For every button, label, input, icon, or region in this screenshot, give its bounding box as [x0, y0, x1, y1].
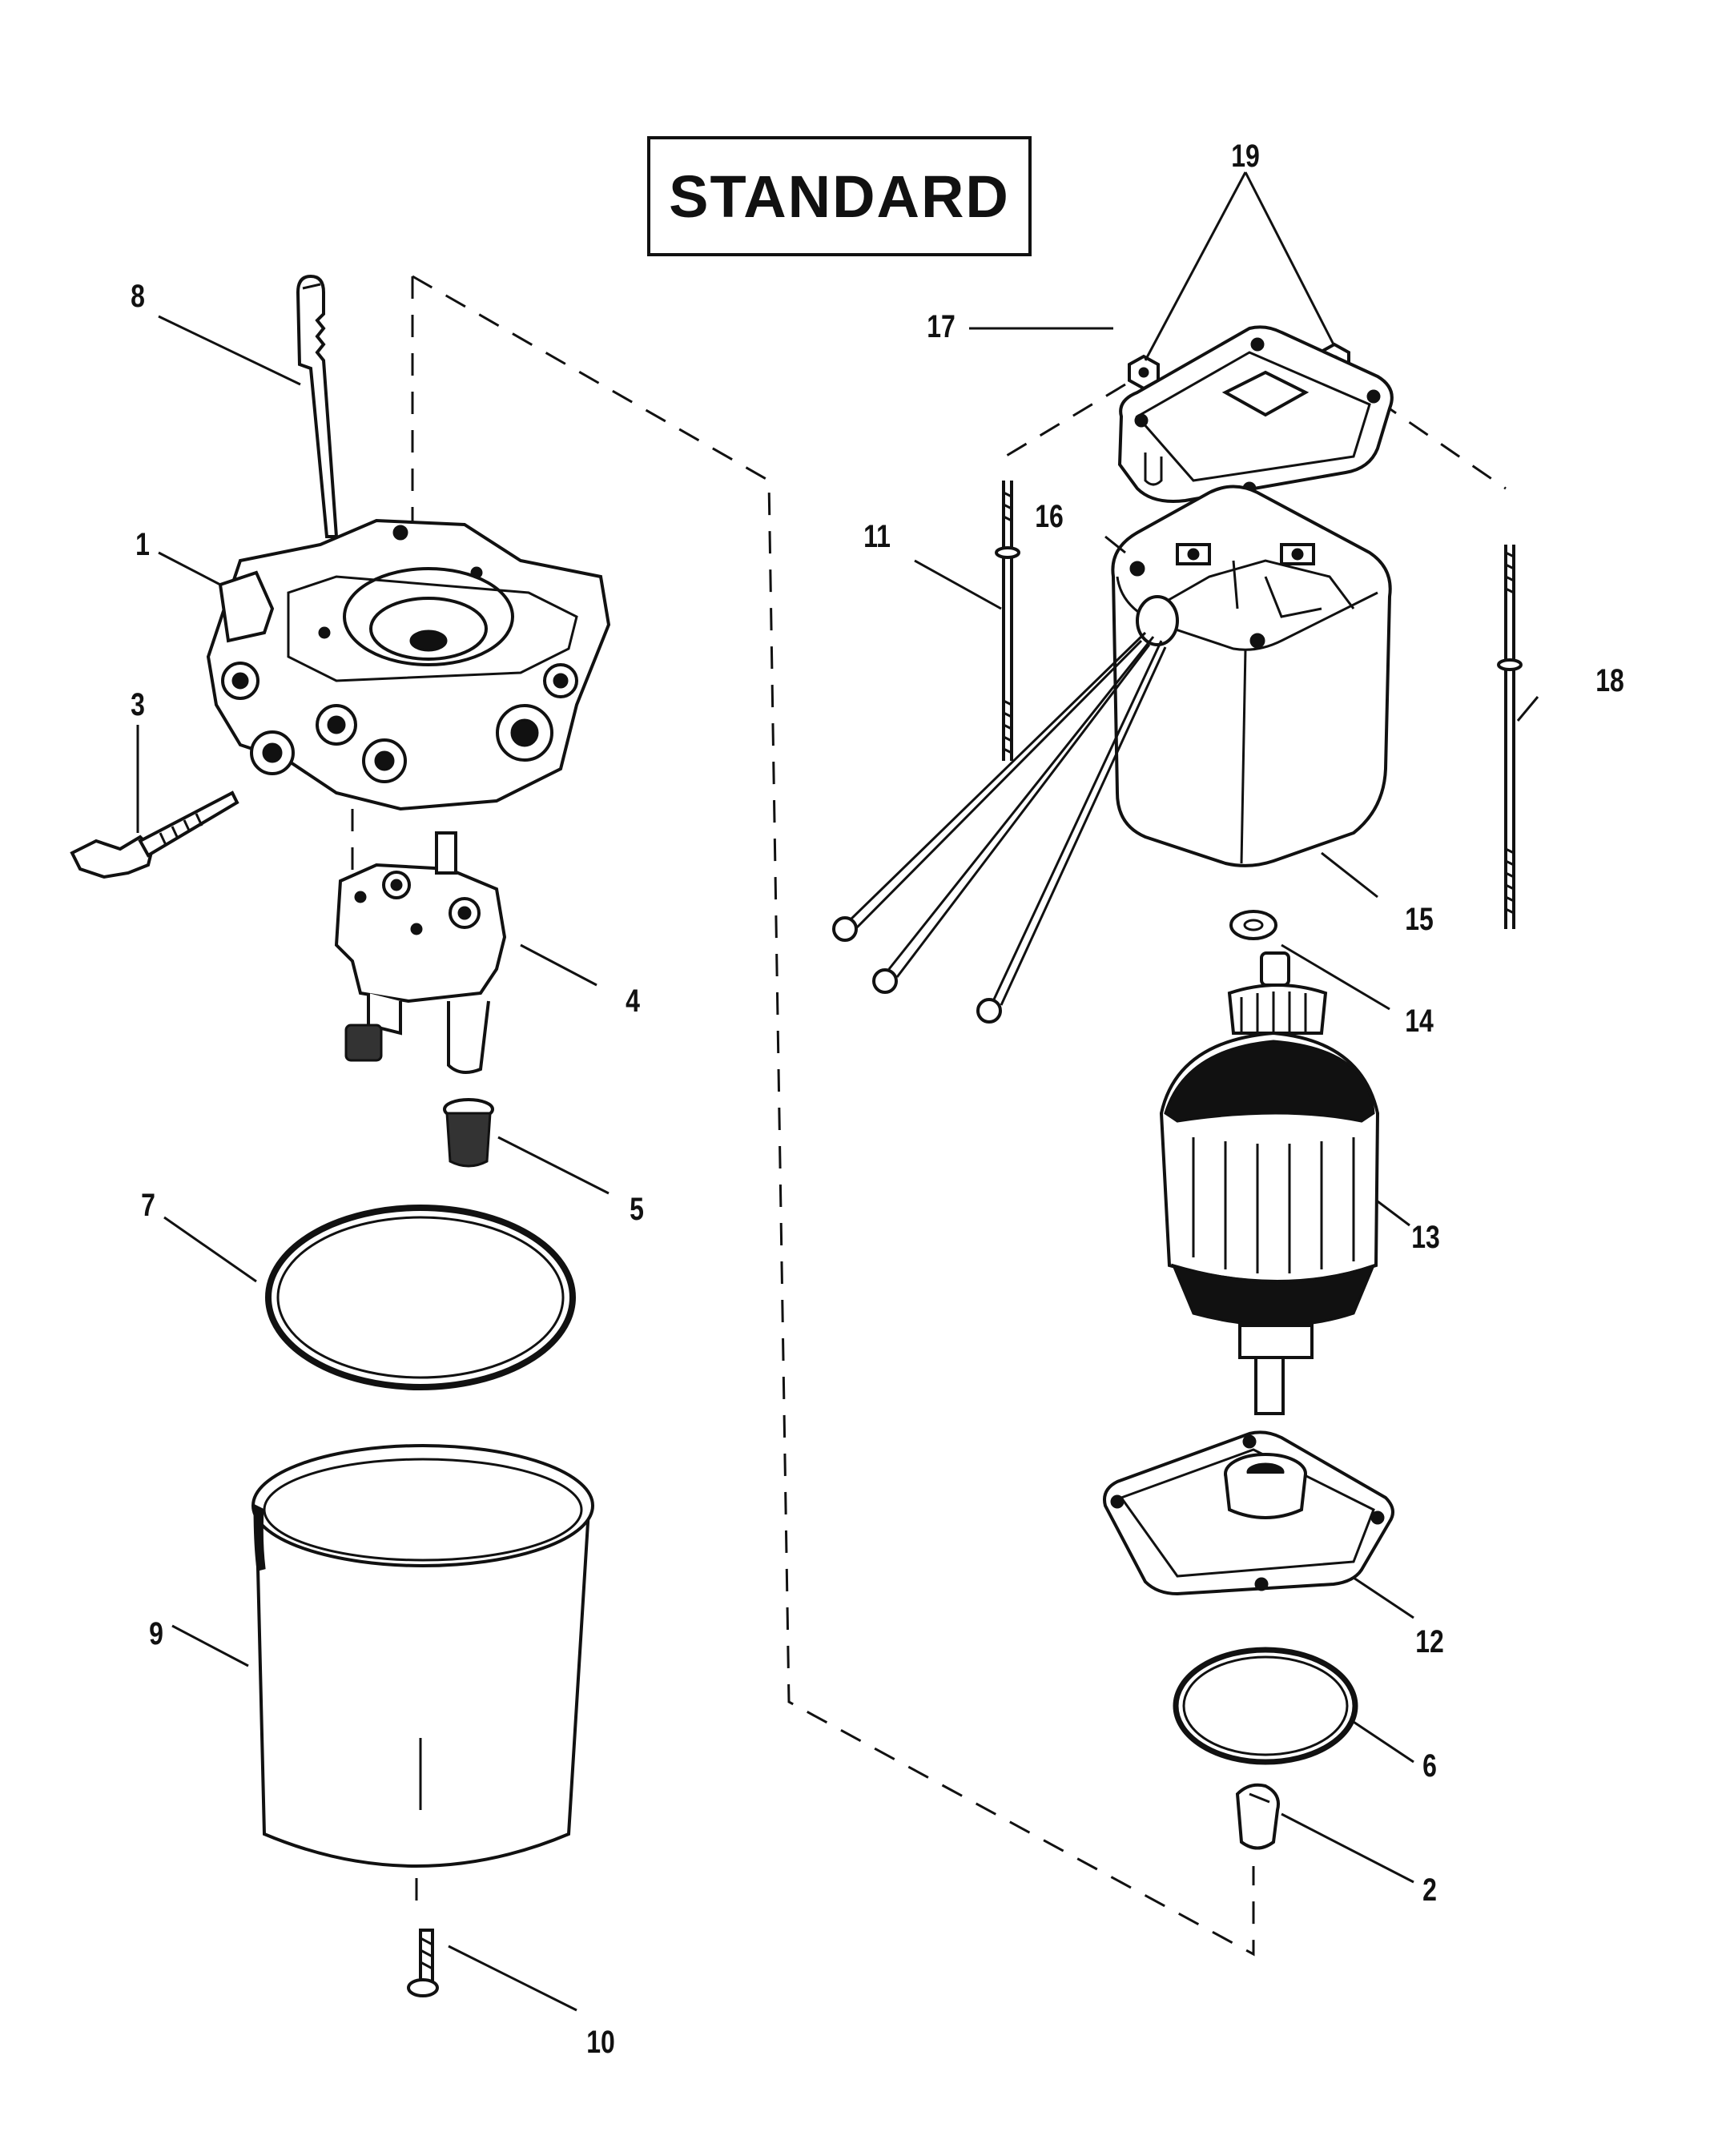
part-10-screw	[407, 1929, 439, 1997]
callout-15: 15	[1405, 902, 1434, 937]
callout-11: 11	[863, 519, 891, 554]
callout-10: 10	[586, 2025, 615, 2060]
title-standard: STANDARD	[647, 136, 1032, 256]
part-12-end-plate	[1103, 1430, 1394, 1596]
part-4-valve-block	[334, 831, 507, 1074]
callout-16: 16	[1035, 499, 1064, 534]
part-9-reservoir	[251, 1444, 594, 1868]
callout-3: 3	[131, 687, 145, 722]
callout-12: 12	[1415, 1624, 1444, 1659]
part-17-end-cap	[1117, 325, 1394, 503]
leader-lines	[136, 171, 1539, 2012]
part-13-armature	[1159, 951, 1380, 1415]
callout-14: 14	[1405, 1004, 1434, 1039]
callout-6: 6	[1422, 1748, 1437, 1784]
part-16-grommet-wires	[832, 595, 1179, 1024]
callout-13: 13	[1411, 1220, 1440, 1255]
part-5-filter-screen	[443, 1098, 494, 1168]
part-18-through-bolt	[1497, 545, 1523, 929]
callout-19: 19	[1231, 139, 1260, 174]
part-11-through-bolt	[995, 481, 1020, 761]
part-7-o-ring	[265, 1205, 576, 1390]
part-2-coupler	[1235, 1783, 1280, 1850]
callout-8: 8	[131, 279, 145, 314]
callout-7: 7	[141, 1188, 155, 1223]
callout-9: 9	[149, 1616, 163, 1651]
callout-5: 5	[630, 1192, 644, 1227]
callout-18: 18	[1595, 663, 1624, 698]
part-3-valve-stem	[70, 790, 239, 879]
callout-4: 4	[626, 983, 640, 1019]
part-14-washer	[1229, 910, 1277, 940]
part-6-o-ring	[1173, 1647, 1358, 1765]
part-1-pump-body	[206, 518, 611, 811]
part-15-motor-housing	[1111, 485, 1392, 867]
callout-1: 1	[135, 527, 150, 562]
callout-2: 2	[1422, 1872, 1437, 1908]
callout-17: 17	[927, 309, 956, 344]
part-8-screw	[296, 274, 339, 538]
